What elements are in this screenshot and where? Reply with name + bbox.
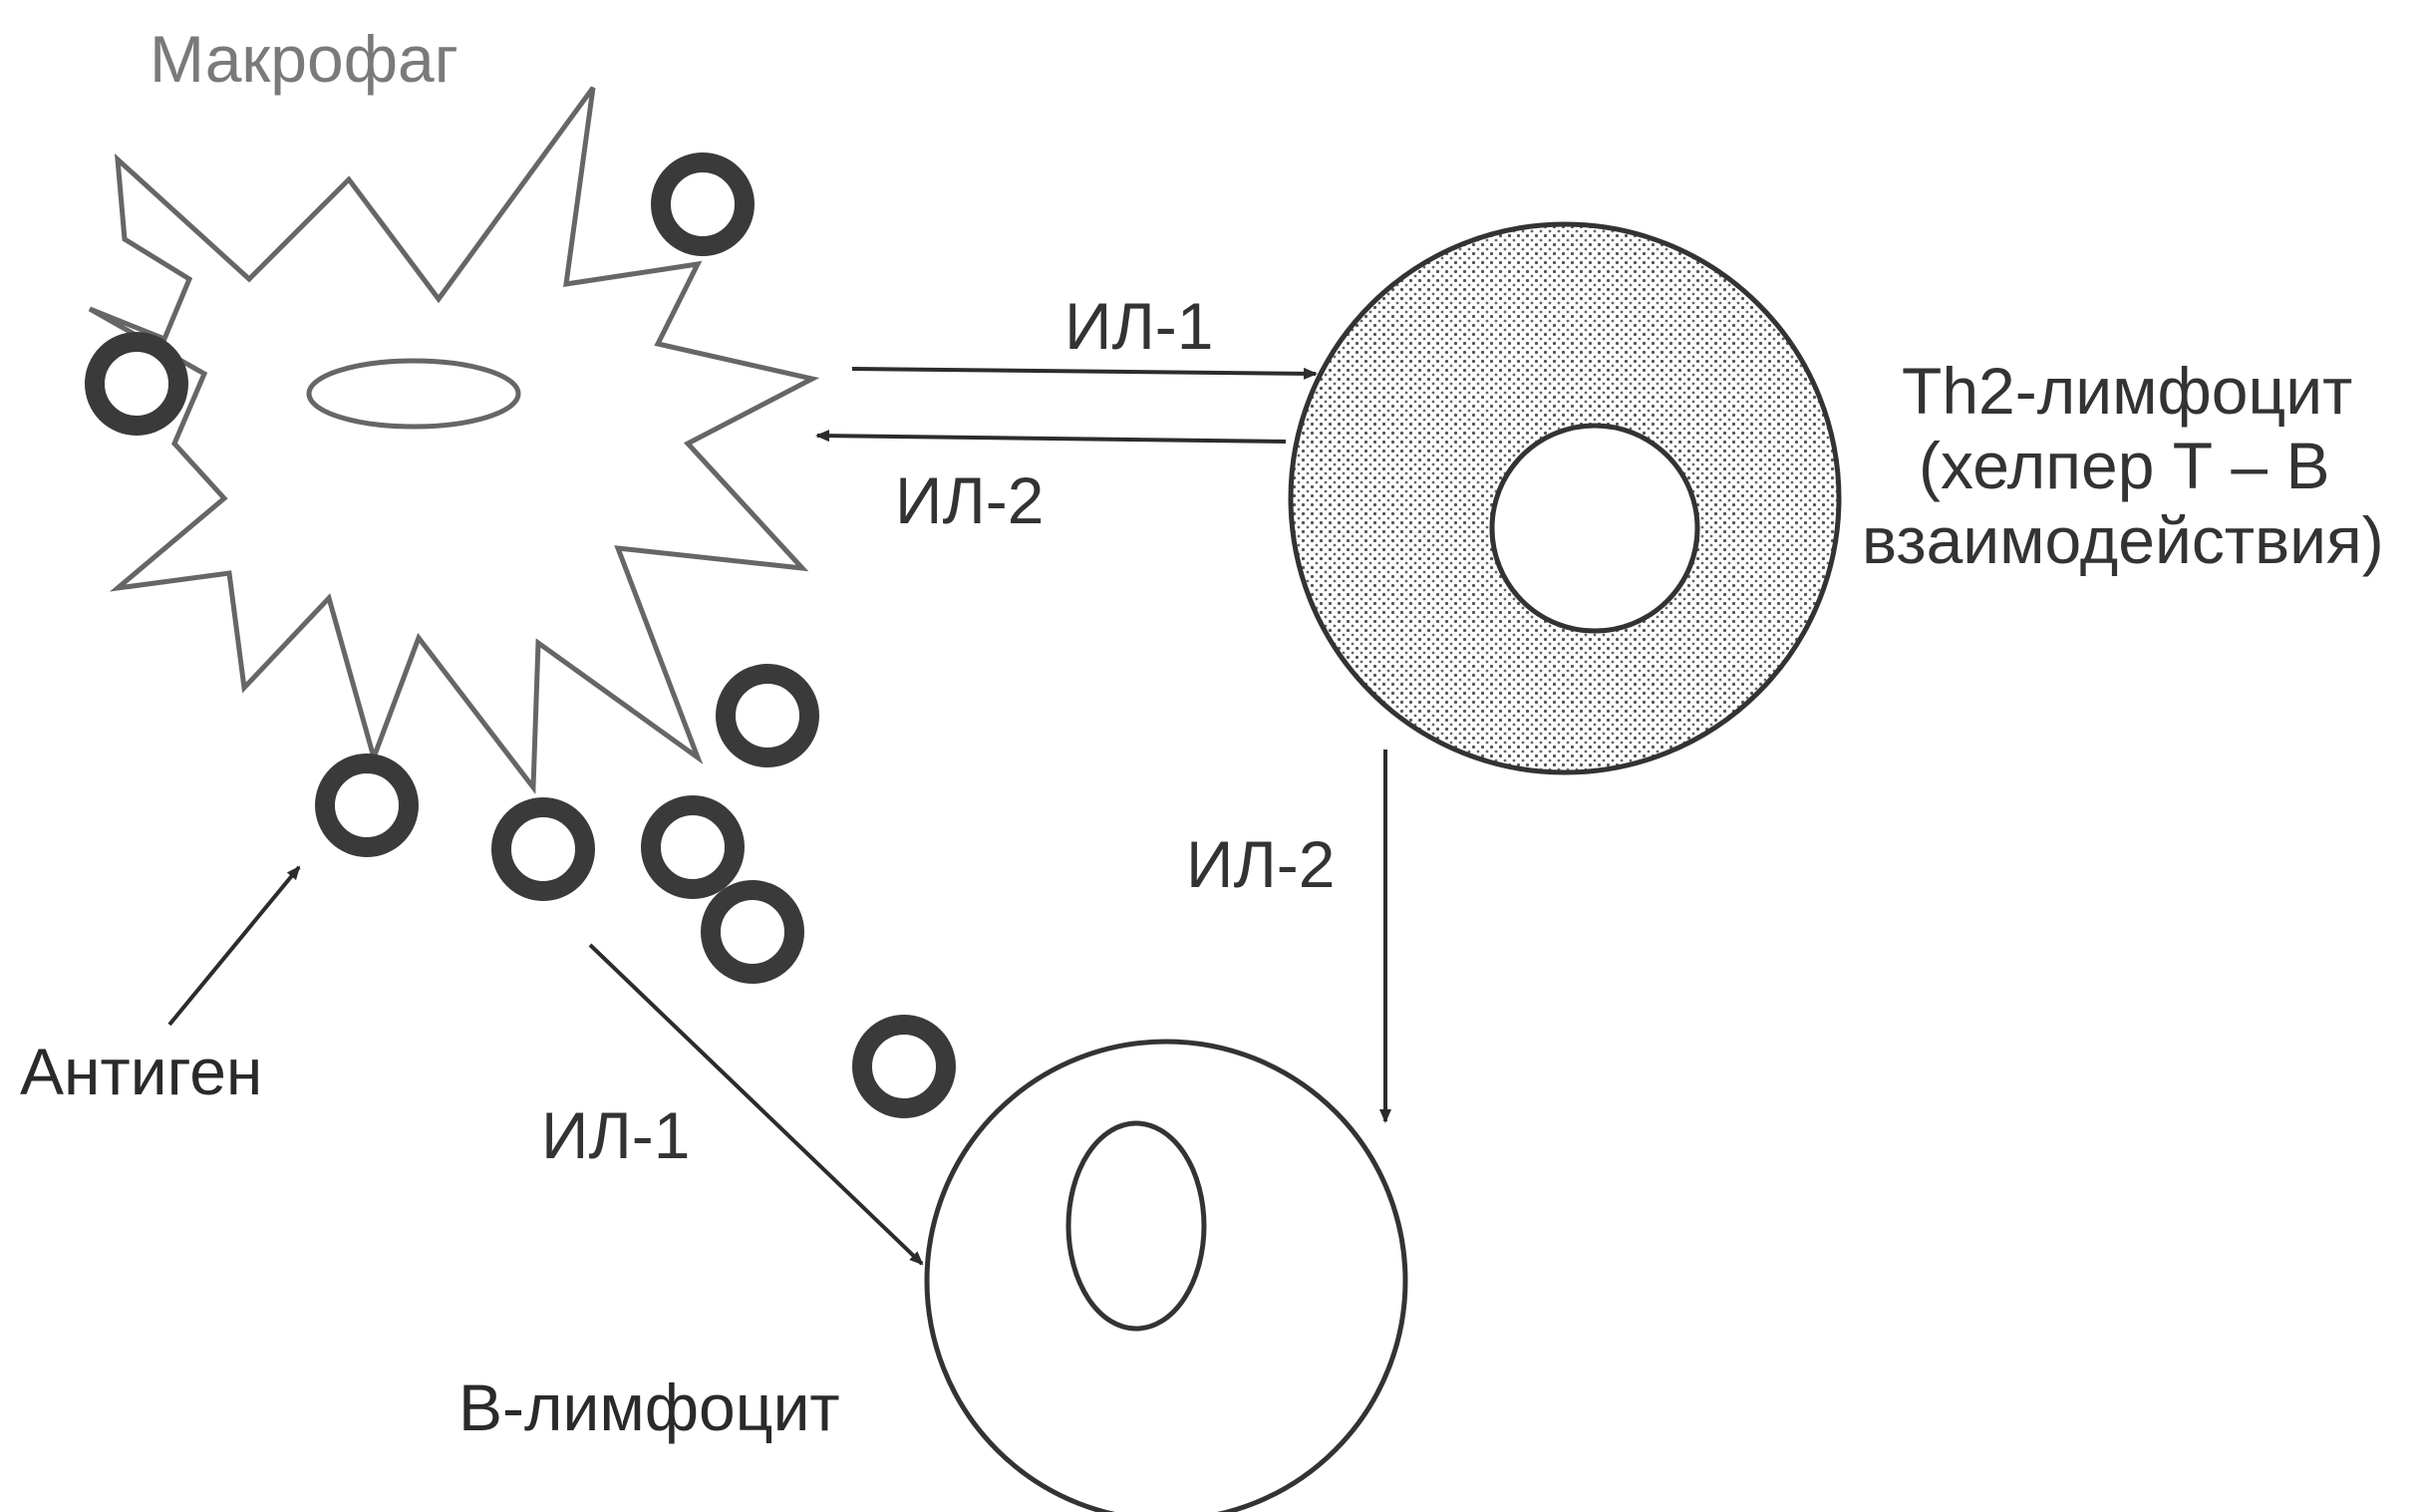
arrow-antigen-pointer	[167, 865, 301, 1027]
arrow-il1-macrophage-to-b-lymphocyte	[588, 943, 924, 1266]
antigen-ring	[701, 880, 804, 984]
th2-lymphocyte-nucleus	[1489, 423, 1700, 634]
arrow-il2-th2-to-macrophage	[815, 430, 1287, 444]
antigen-ring	[716, 664, 819, 767]
label-il1-top: ИЛ-1	[1064, 289, 1213, 363]
label-th2-line3: взаимодействия)	[1862, 503, 2384, 577]
antigen-ring	[651, 152, 755, 256]
macrophage-nucleus	[306, 358, 521, 430]
antigen-ring	[85, 332, 188, 436]
label-il2-down: ИЛ-2	[1186, 827, 1335, 901]
antigen-ring	[315, 754, 419, 857]
label-th2-line1: Th2-лимфоцит	[1902, 354, 2352, 428]
label-th2-line2: (хелпер Т – В	[1919, 429, 2329, 502]
antigen-ring	[852, 1015, 956, 1118]
label-il1-bottom: ИЛ-1	[541, 1098, 690, 1172]
b-lymphocyte-cell	[924, 1039, 1408, 1512]
label-il2-back: ИЛ-2	[895, 463, 1044, 537]
arrow-il1-macrophage-to-th2	[851, 367, 1318, 380]
label-b-lymphocyte: В-лимфоцит	[458, 1370, 840, 1444]
label-antigen: Антиген	[20, 1035, 262, 1108]
b-lymphocyte-nucleus	[1065, 1120, 1207, 1332]
label-macrophage: Макрофаг	[150, 22, 458, 96]
antigen-ring	[641, 795, 745, 899]
antigen-ring	[491, 797, 595, 901]
